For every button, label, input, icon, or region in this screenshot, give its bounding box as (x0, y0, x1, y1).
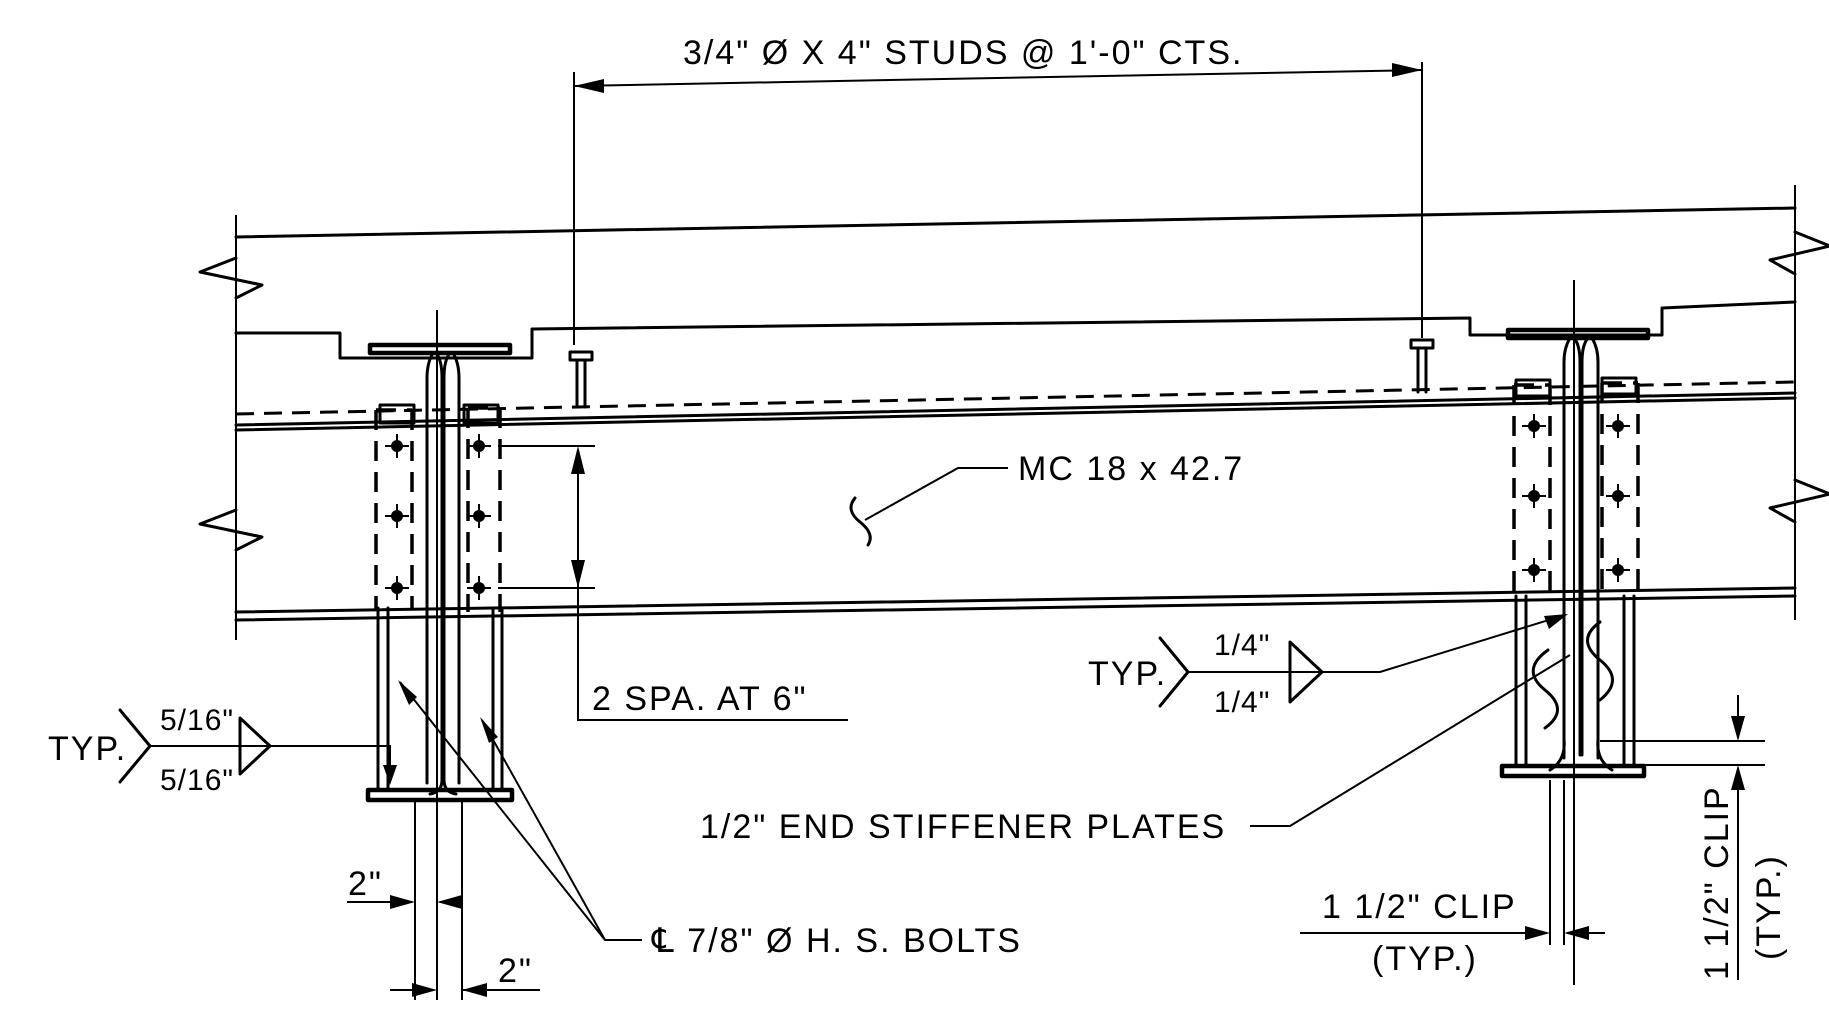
bolts-label: ℄ 7/8" Ø H. S. BOLTS (651, 922, 1022, 960)
clip-dimension-horizontal (1300, 780, 1605, 945)
break-line-right-lower (1768, 478, 1829, 524)
shear-stud-right (1409, 338, 1435, 394)
break-line-left-lower (198, 508, 264, 552)
clip-horizontal-label: 1 1/2" CLIP (1322, 888, 1517, 926)
bolt-right-3 (1522, 558, 1546, 582)
bolt-right-5 (1606, 484, 1630, 508)
edge-dimension-upper-label: 2" (348, 865, 383, 903)
channel-leader (849, 467, 1008, 547)
weld-left-typ-label: TYP. (48, 730, 127, 768)
break-line-left (198, 256, 264, 300)
edge-dimension-upper (347, 800, 462, 1000)
studs-dimension (573, 62, 1423, 345)
bolt-left-5 (467, 504, 491, 528)
weld-left-top-size: 5/16" (160, 704, 234, 737)
weld-right-typ-label: TYP. (1088, 655, 1167, 693)
bolt-spacing-dimension (498, 445, 848, 721)
bolt-right-6 (1606, 558, 1630, 582)
stiffener-leader (1250, 654, 1571, 827)
clip-horizontal-typ-label: (TYP.) (1372, 940, 1478, 978)
bolt-right-2 (1522, 484, 1546, 508)
bolt-left-2 (385, 504, 409, 528)
bolt-left-3 (385, 576, 409, 600)
right-girder (1499, 280, 1651, 985)
bolt-left-6 (467, 576, 491, 600)
weld-right-bottom-size: 1/4" (1214, 686, 1270, 719)
spacing-label: 2 SPA. AT 6" (592, 680, 808, 718)
edge-dimension-lower-label: 2" (498, 952, 533, 990)
weld-symbol-right (1158, 614, 1568, 708)
bolt-left-1 (385, 434, 409, 458)
clip-vertical-typ-label: (TYP.) (1750, 854, 1788, 960)
clip-vertical-label: 1 1/2" CLIP (1698, 785, 1736, 980)
break-line-right (1768, 230, 1829, 276)
clip-dimension-vertical (1600, 695, 1765, 980)
left-girder (365, 310, 515, 1000)
studs-label: 3/4" Ø X 4" STUDS @ 1'-0" CTS. (683, 34, 1243, 72)
bolt-left-4 (467, 434, 491, 458)
edge-dimension-lower (390, 800, 540, 1000)
bolt-right-4 (1606, 414, 1630, 438)
weld-left-bottom-size: 5/16" (160, 764, 234, 797)
weld-symbol-left (118, 708, 397, 785)
bolts-leader (398, 680, 642, 941)
mc-channel (234, 380, 1797, 622)
shear-stud-left (568, 350, 594, 409)
stiffener-label: 1/2" END STIFFENER PLATES (700, 808, 1226, 846)
weld-right-top-size: 1/4" (1214, 629, 1270, 662)
channel-label: MC 18 x 42.7 (1018, 450, 1244, 488)
bolt-right-1 (1522, 414, 1546, 438)
concrete-deck (198, 185, 1829, 640)
